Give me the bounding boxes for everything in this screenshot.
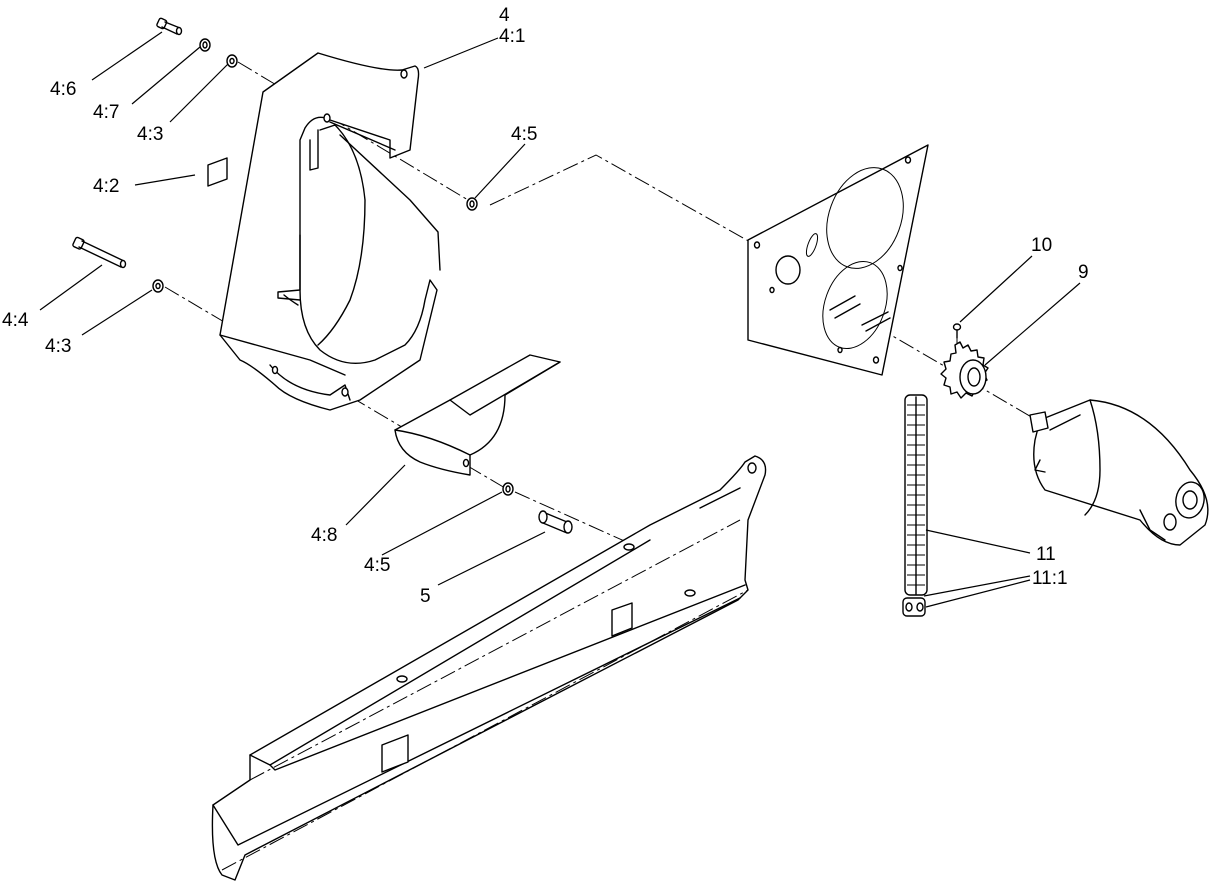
- spacer-5: [538, 510, 573, 534]
- callout-4-7: 4:7: [93, 102, 119, 123]
- callout-4-5-top: 4:5: [511, 124, 537, 145]
- callout-4-5-bottom: 4:5: [364, 555, 390, 576]
- callout-5: 5: [420, 586, 431, 607]
- bolt-long-4-4: [72, 236, 127, 269]
- lock-nut-upper-4-5: [466, 197, 478, 211]
- callout-4-1: 4:1: [499, 26, 525, 47]
- callout-11-1: 11:1: [1032, 568, 1068, 589]
- callout-4-4: 4:4: [2, 310, 29, 331]
- lower-guard-4-8: [394, 354, 561, 476]
- leader-lines: [39, 31, 1081, 608]
- callout-4-8: 4:8: [311, 525, 337, 546]
- flat-washer-lower-4-3: [152, 279, 164, 293]
- callout-4-3-top: 4:3: [137, 124, 163, 145]
- motor-mount-plate: [747, 144, 929, 376]
- lock-washer-4-7: [199, 38, 211, 52]
- lock-nut-lower-4-5: [502, 482, 514, 496]
- callouts: 4 4:1 4:6 4:7 4:3 4:5 4:2 4:4 4:3 10 9 4…: [2, 5, 1089, 607]
- sprocket-9: [940, 341, 989, 399]
- motor: [1029, 399, 1209, 546]
- callout-10: 10: [1031, 235, 1052, 256]
- flat-washer-upper-4-3: [226, 54, 238, 68]
- callout-11: 11: [1036, 544, 1056, 565]
- assembly-axes: [164, 61, 1161, 549]
- callout-9: 9: [1078, 262, 1089, 283]
- mounting-bracket: [211, 455, 767, 881]
- callout-4: 4: [499, 5, 510, 26]
- connecting-link-11-1: [902, 597, 926, 617]
- callout-4-3-bottom: 4:3: [45, 336, 71, 357]
- callout-4-6: 4:6: [50, 79, 76, 100]
- chain-guard-4: [219, 52, 441, 411]
- set-screw-10: [952, 323, 962, 339]
- callout-4-2: 4:2: [93, 176, 119, 197]
- bolt-upper-4-6: [156, 17, 183, 36]
- decal-4-2: [207, 157, 228, 187]
- roller-chain-11: [904, 394, 928, 596]
